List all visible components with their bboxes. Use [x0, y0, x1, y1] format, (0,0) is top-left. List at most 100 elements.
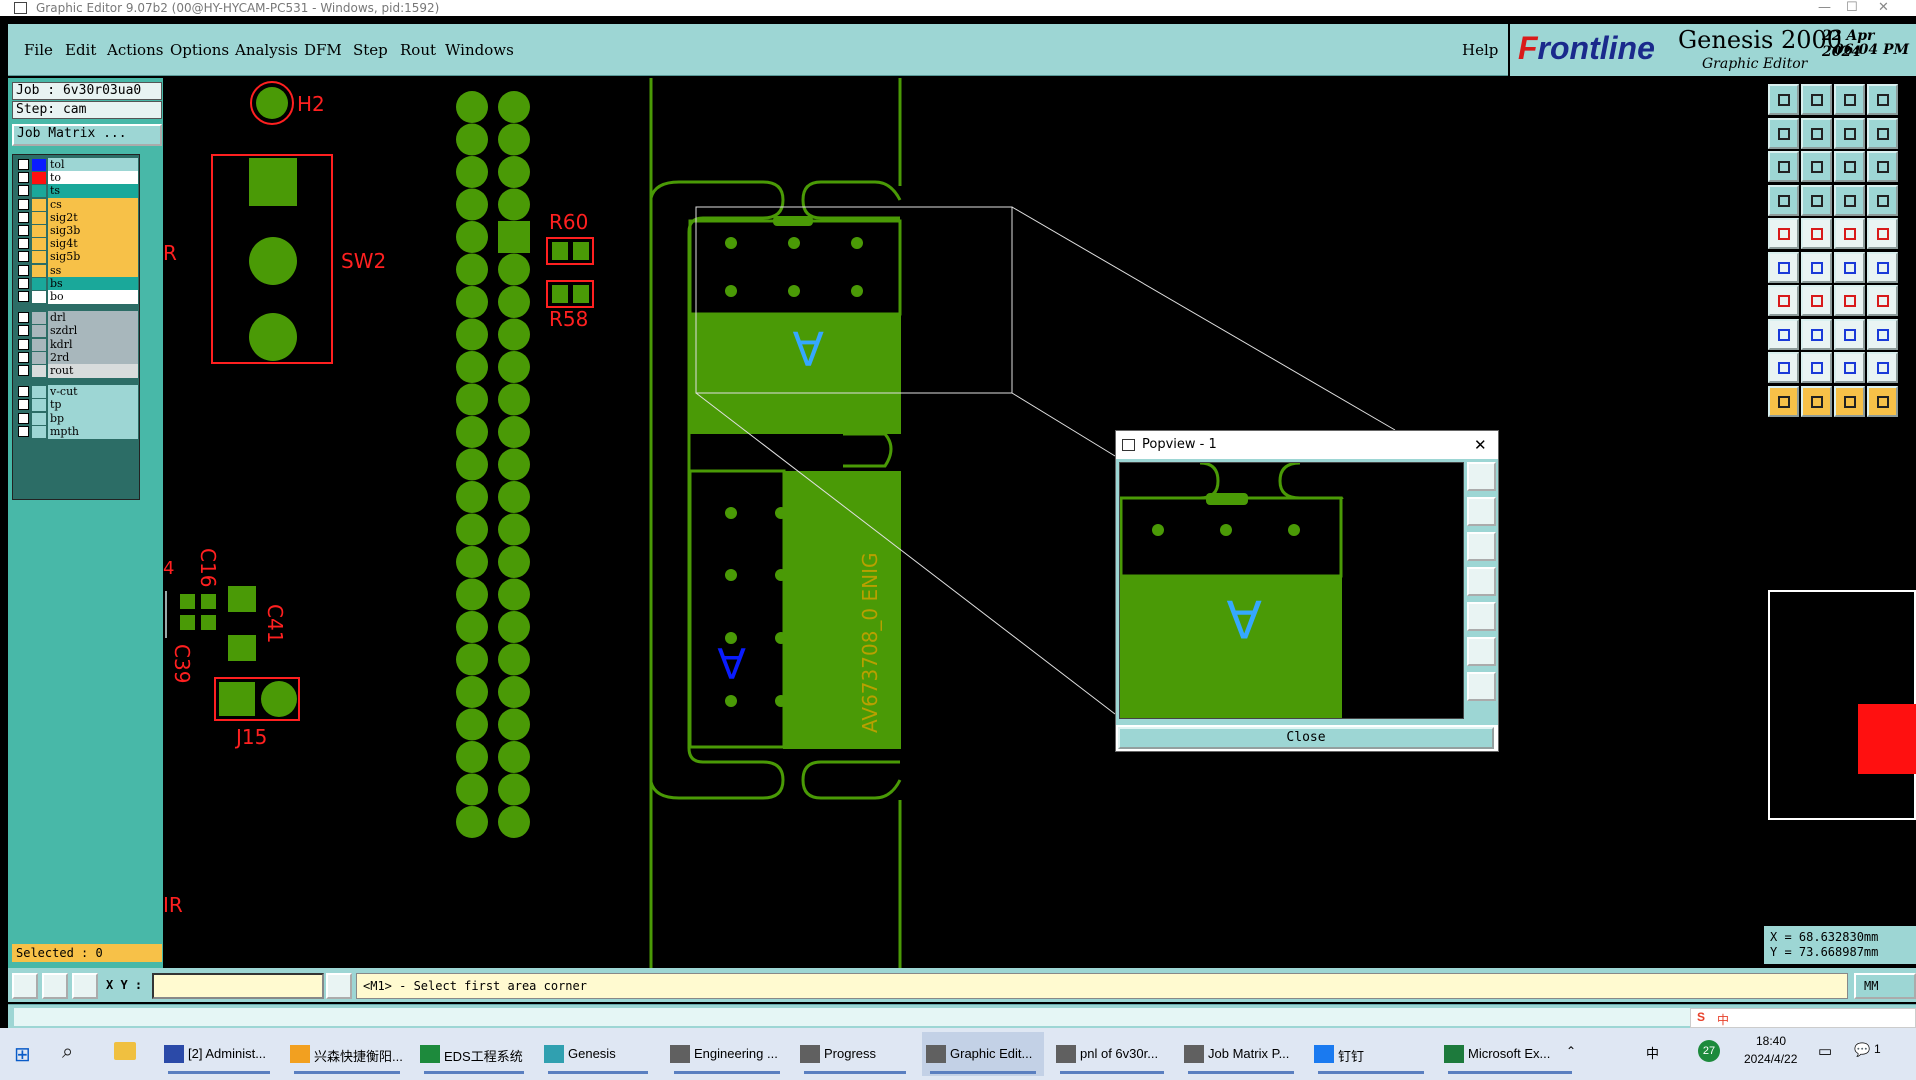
window-icon[interactable] [1867, 84, 1898, 115]
popview-pan-up-btn[interactable] [1467, 497, 1496, 526]
minimize-icon[interactable]: — [1818, 0, 1831, 15]
layer-row-ts[interactable]: ts [17, 184, 138, 199]
angle-icon[interactable] [1768, 285, 1799, 316]
connect-icon[interactable] [1867, 285, 1898, 316]
save-icon[interactable] [1801, 84, 1832, 115]
popview-pan-down-btn[interactable] [1467, 532, 1496, 561]
menu-options[interactable]: Options [170, 41, 230, 59]
layer-row-sig2t[interactable]: sig2t [17, 210, 138, 225]
layer-checkbox[interactable] [18, 412, 29, 424]
layer-row-sig3b[interactable]: sig3b [17, 224, 138, 238]
arc-icon[interactable] [1834, 251, 1865, 283]
popview-pan-left-btn[interactable] [1467, 567, 1496, 596]
layer-checkbox[interactable] [18, 365, 29, 376]
layer-checkbox[interactable] [18, 399, 29, 411]
popview-close-icon[interactable]: ✕ [1474, 436, 1487, 454]
node-icon[interactable] [1768, 251, 1799, 283]
home-icon[interactable] [1834, 84, 1865, 115]
triangle-icon[interactable] [1768, 352, 1799, 383]
popview-zoom-in-btn[interactable] [1467, 637, 1496, 666]
notification-icon[interactable]: 💬 [1854, 1042, 1871, 1057]
job-matrix-button[interactable]: Job Matrix ... [12, 124, 162, 146]
select-point-icon[interactable] [1768, 218, 1799, 249]
layer-row-tol[interactable]: tol [17, 158, 138, 172]
layer-row-bo[interactable]: bo [17, 290, 138, 304]
layer-checkbox[interactable] [18, 211, 29, 223]
layer-row-to[interactable]: to [17, 171, 138, 186]
menu-analysis[interactable]: Analysis [235, 41, 298, 59]
layer-checkbox[interactable] [18, 251, 29, 263]
cross-icon[interactable] [1801, 251, 1832, 283]
swap-icon[interactable] [1834, 117, 1865, 149]
overview-window[interactable] [1768, 590, 1916, 820]
start-icon[interactable]: ⊞ [14, 1044, 31, 1066]
unit-selector[interactable]: MM [1854, 973, 1916, 999]
layer-checkbox[interactable] [18, 386, 29, 398]
menu-dfm[interactable]: DFM [304, 41, 342, 59]
close-window-icon[interactable]: ✕ [1878, 0, 1889, 15]
popview-zoom-btn-1[interactable] [1467, 462, 1496, 491]
status-grid-icon[interactable] [72, 973, 98, 999]
tray-overflow-icon[interactable]: ⌃ [1566, 1044, 1577, 1058]
taskbar-app-8[interactable]: Job Matrix P... [1180, 1032, 1302, 1076]
layer-checkbox[interactable] [18, 338, 29, 350]
tray-badge[interactable]: 27 [1698, 1040, 1720, 1062]
taskbar-app-5[interactable]: Progress [796, 1032, 914, 1076]
line-icon[interactable] [1801, 218, 1832, 249]
split-icon[interactable] [1867, 117, 1898, 149]
layer-row-sig4t[interactable]: sig4t [17, 237, 138, 252]
query-icon[interactable] [1867, 151, 1898, 182]
status-tool-2-icon[interactable] [42, 973, 68, 999]
layer-checkbox[interactable] [18, 264, 29, 276]
menu-windows[interactable]: Windows [445, 41, 514, 59]
pointer-path-icon[interactable] [1867, 385, 1898, 417]
layer-row-v-cut[interactable]: v-cut [17, 385, 138, 400]
taskbar-app-9[interactable]: 钉钉 [1310, 1032, 1432, 1076]
layer-checkbox[interactable] [18, 238, 29, 250]
taskbar-app-3[interactable]: Genesis [540, 1032, 656, 1076]
layer-row-bs[interactable]: bs [17, 276, 138, 291]
taskbar-app-6[interactable]: Graphic Edit... [922, 1032, 1044, 1076]
desktop-icon[interactable]: ▭ [1818, 1043, 1833, 1060]
layer-row-drl[interactable]: drl [17, 311, 138, 326]
measure-icon[interactable] [1768, 184, 1799, 216]
layer-checkbox[interactable] [18, 351, 29, 363]
taskbar-app-0[interactable]: [2] Administ... [160, 1032, 278, 1076]
pointer-box-icon[interactable] [1834, 385, 1865, 417]
menu-file[interactable]: File [24, 41, 53, 59]
popview-pan-right-btn[interactable] [1467, 602, 1496, 631]
graphic-canvas[interactable]: H2 SW2 R R60 R58 4 C16 [163, 78, 1760, 968]
ime-toolbar[interactable]: S 中 [1690, 1008, 1916, 1028]
triangle-a-icon[interactable] [1801, 352, 1832, 383]
layer-checkbox[interactable] [18, 291, 29, 302]
layer-row-mpth[interactable]: mpth [17, 424, 138, 439]
taskbar-app-1[interactable]: 兴森快捷衡阳... [286, 1032, 408, 1076]
triangle-c-icon[interactable] [1867, 352, 1898, 383]
menu-help[interactable]: Help [1462, 41, 1499, 59]
taskbar-app-7[interactable]: pnl of 6v30r... [1052, 1032, 1172, 1076]
taskbar-app-10[interactable]: Microsoft Ex... [1440, 1032, 1580, 1076]
popview-canvas[interactable]: A [1119, 462, 1464, 719]
pointer-alt-icon[interactable] [1801, 385, 1832, 417]
minus-icon[interactable] [1801, 318, 1832, 350]
scale-icon[interactable] [1834, 151, 1865, 182]
triangle-b-icon[interactable] [1834, 352, 1865, 383]
menu-step[interactable]: Step [353, 41, 388, 59]
taskbar-app-2[interactable]: EDS工程系统 [416, 1032, 532, 1076]
grid-icon[interactable] [1801, 184, 1832, 216]
curve-icon[interactable] [1834, 285, 1865, 316]
dot-icon[interactable] [1867, 251, 1898, 283]
align-icon[interactable] [1834, 318, 1865, 350]
layer-row-szdrl[interactable]: szdrl [17, 324, 138, 339]
slash-icon[interactable] [1801, 285, 1832, 316]
ime-indicator[interactable]: 中 [1646, 1046, 1660, 1061]
layer-checkbox[interactable] [18, 172, 29, 184]
layer-row-bp[interactable]: bp [17, 411, 138, 426]
maximize-icon[interactable]: ☐ [1846, 0, 1858, 15]
pad-icon[interactable] [1867, 218, 1898, 249]
layer-row-sig5b[interactable]: sig5b [17, 250, 138, 265]
cluster-icon[interactable] [1867, 318, 1898, 350]
fit-icon[interactable] [1768, 151, 1799, 182]
menu-rout[interactable]: Rout [400, 41, 437, 59]
layer-checkbox[interactable] [18, 225, 29, 236]
